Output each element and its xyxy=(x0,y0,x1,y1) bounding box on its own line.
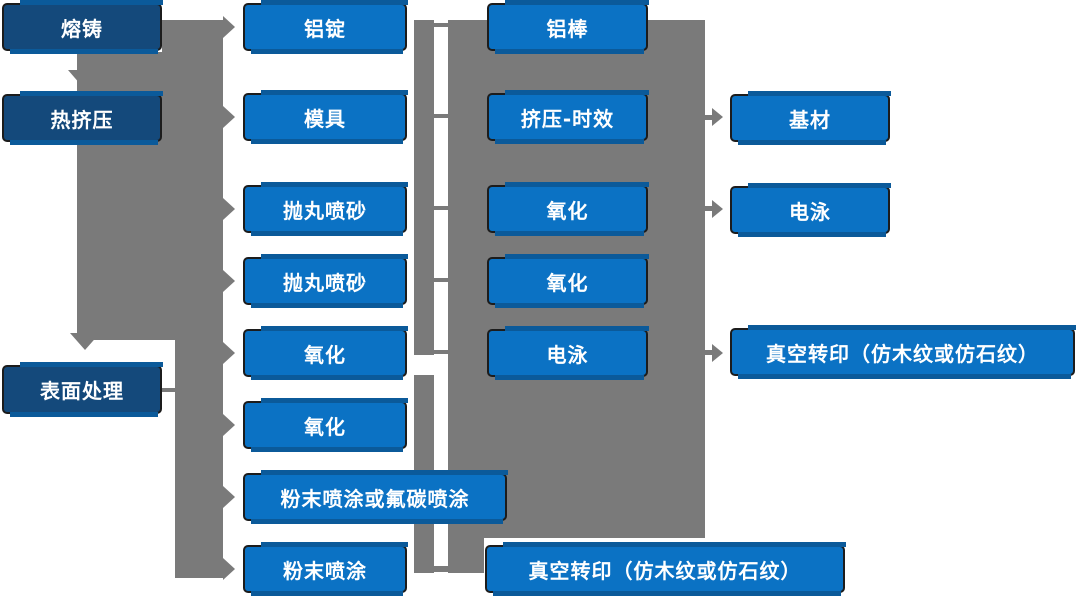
arrowhead-right-icon xyxy=(223,342,235,364)
arrowhead-right-icon xyxy=(223,558,235,580)
connector-stub-row5 xyxy=(434,350,450,354)
connector-stub-row4 xyxy=(434,278,450,282)
connector-stem-vacuum-transfer xyxy=(705,350,714,355)
node-extrusion-aging: 挤压-时效 xyxy=(487,90,649,144)
node-electrophoresis-1: 电泳 xyxy=(487,326,649,380)
arrowhead-right-icon xyxy=(223,16,235,38)
connector-stub-row1 xyxy=(434,23,450,27)
node-powder-coating: 粉末喷涂 xyxy=(243,542,408,596)
node-oxidation-2: 氧化 xyxy=(243,398,408,452)
connector-trunk-top xyxy=(162,20,223,54)
connector-col3-block-foot xyxy=(448,538,484,573)
arrowhead-right-icon xyxy=(712,108,723,126)
node-surface-treatment: 表面处理 xyxy=(2,362,163,417)
arrowhead-right-icon xyxy=(223,270,235,292)
connector-bottom-stub xyxy=(434,566,450,572)
node-shot-blasting-2: 抛丸喷砂 xyxy=(243,254,408,308)
connector-trunk-bottom xyxy=(175,340,223,578)
connector-stub-row2 xyxy=(434,114,450,118)
node-mold: 模具 xyxy=(243,90,408,144)
arrowhead-right-icon xyxy=(223,414,235,436)
node-aluminum-rod: 铝棒 xyxy=(487,0,649,54)
arrowhead-down-icon xyxy=(68,70,106,92)
node-powder-or-fluorocarbon-coating: 粉末喷涂或氟碳喷涂 xyxy=(243,470,508,524)
node-oxidation-4: 氧化 xyxy=(487,254,649,308)
node-oxidation-1: 氧化 xyxy=(243,326,408,380)
arrowhead-right-icon xyxy=(712,344,723,362)
node-shot-blasting-1: 抛丸喷砂 xyxy=(243,182,408,236)
connector-mid-bar-upper xyxy=(414,20,434,355)
node-base-material: 基材 xyxy=(730,91,891,145)
arrowhead-right-icon xyxy=(223,198,235,220)
connector-surface-treatment-stub xyxy=(162,388,178,392)
node-aluminum-ingot: 铝锭 xyxy=(243,0,408,54)
arrowhead-right-icon xyxy=(712,200,723,218)
node-hot-extrusion: 热挤压 xyxy=(2,91,163,145)
connector-stem-electrophoresis xyxy=(705,206,714,211)
node-vacuum-transfer-print-right: 真空转印（仿木纹或仿石纹） xyxy=(730,325,1076,379)
node-melting-casting: 熔铸 xyxy=(2,0,163,54)
node-oxidation-3: 氧化 xyxy=(487,182,649,236)
node-vacuum-transfer-print-bottom: 真空转印（仿木纹或仿石纹） xyxy=(485,542,846,596)
node-electrophoresis-2: 电泳 xyxy=(730,183,891,237)
connector-stub-row3 xyxy=(434,206,450,210)
connector-stem-base-material xyxy=(705,115,714,120)
arrowhead-down-icon xyxy=(70,333,100,350)
arrowhead-right-icon xyxy=(223,486,235,508)
arrowhead-right-icon xyxy=(223,106,235,128)
